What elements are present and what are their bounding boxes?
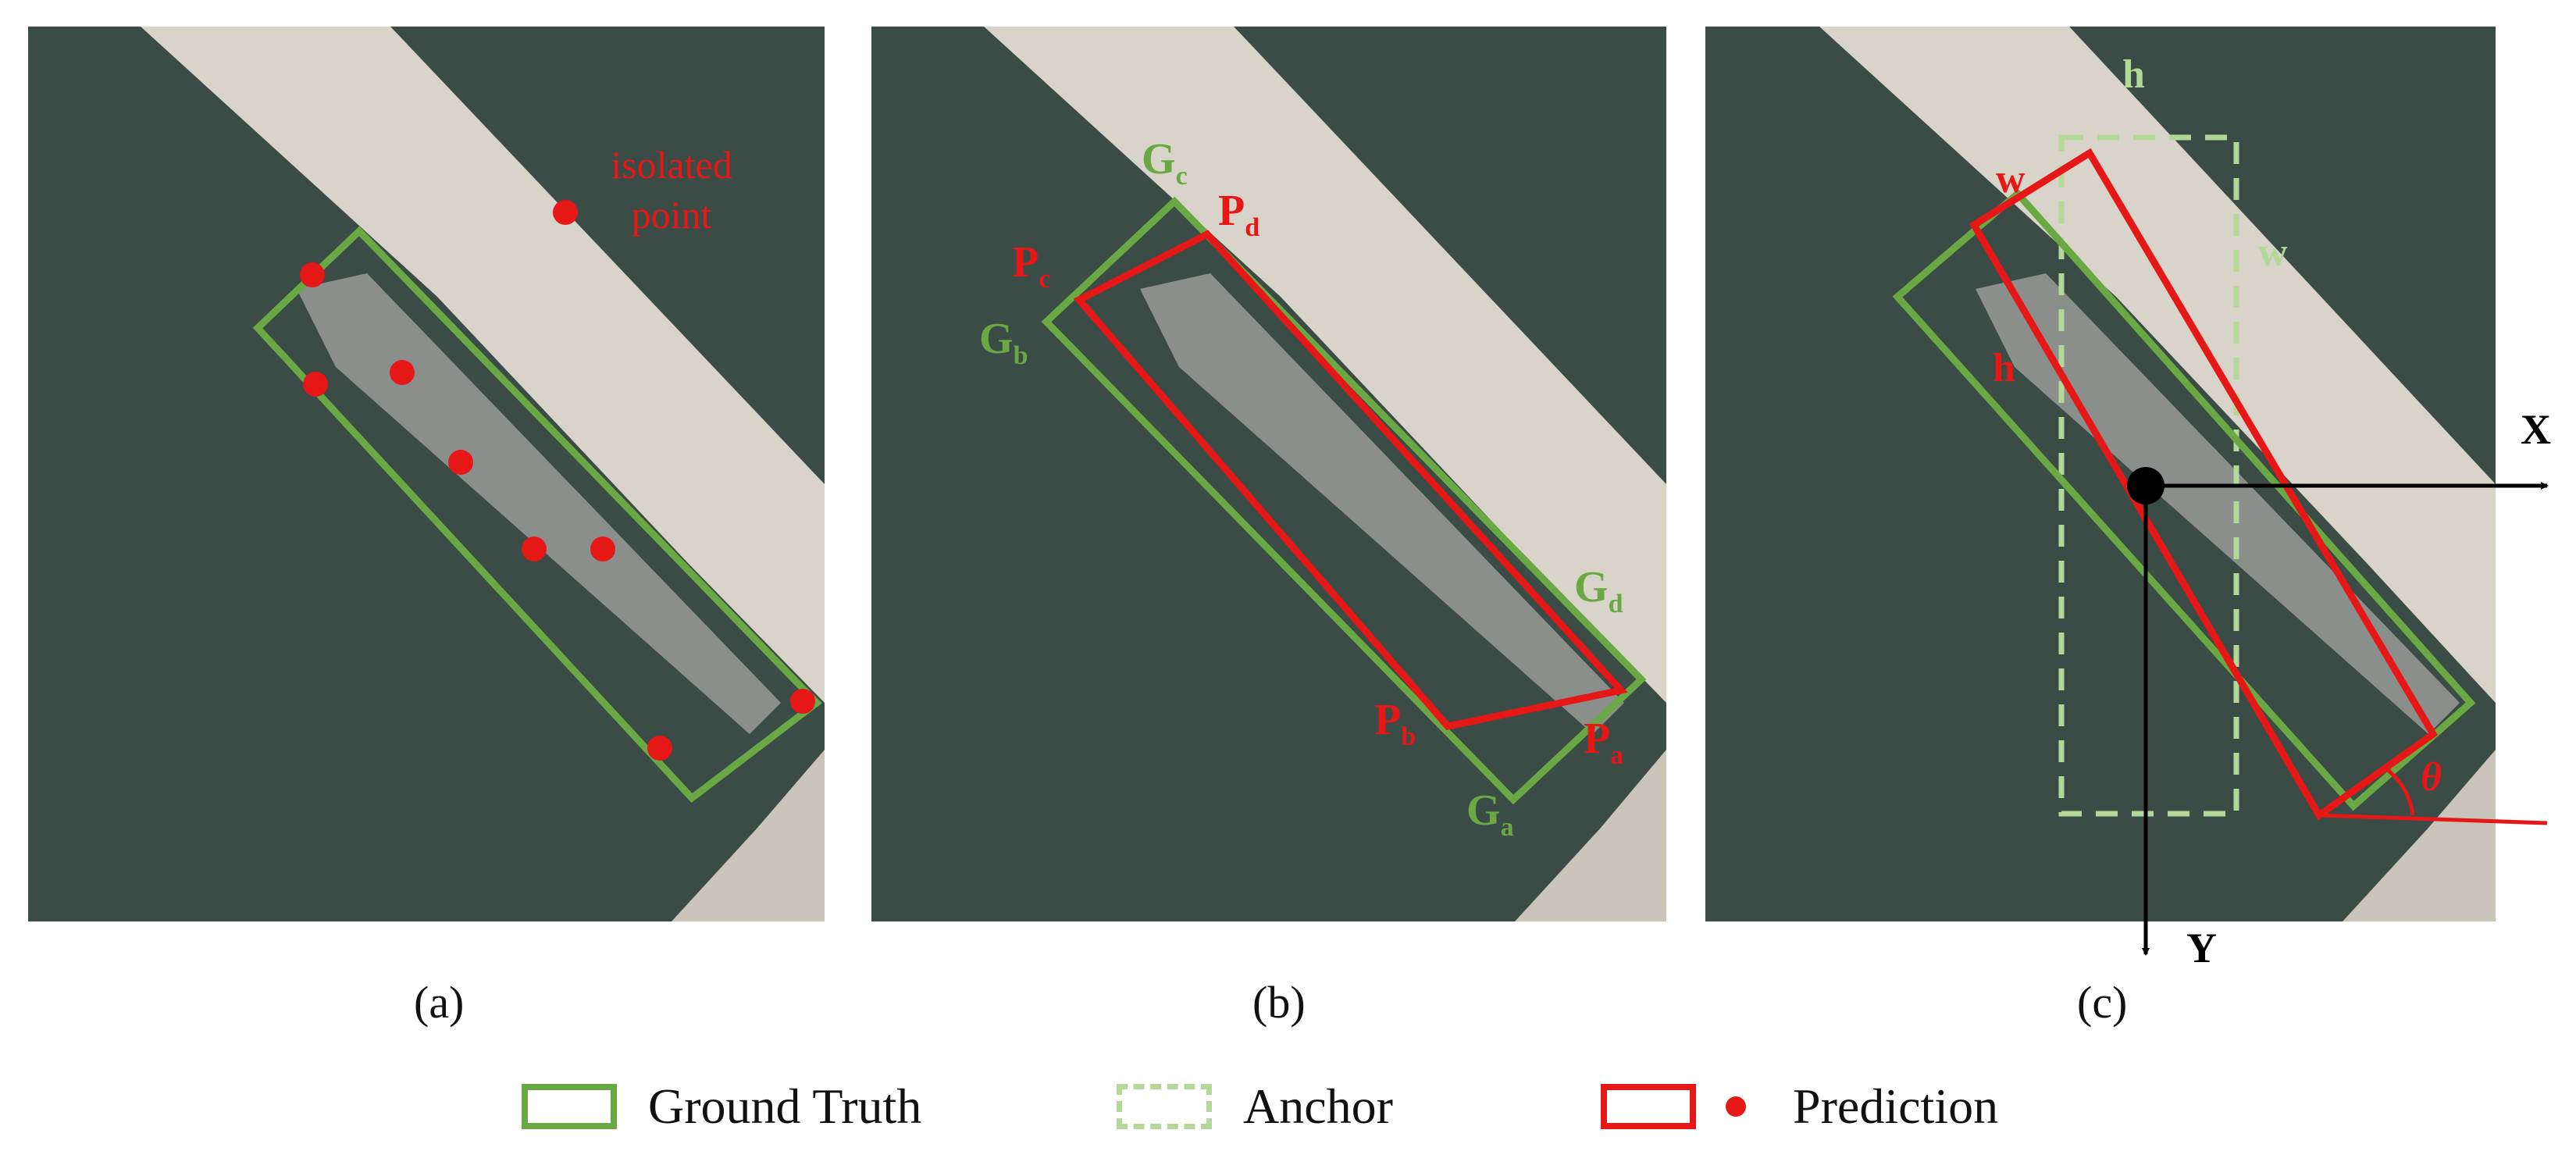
panel-a-prediction-point bbox=[647, 736, 672, 761]
panel-b: Ga Gb Gc Gd Pa Pb Pc Pd bbox=[871, 27, 1666, 921]
prediction-swatch bbox=[1601, 1084, 1696, 1129]
caption-c: (c) bbox=[2077, 977, 2128, 1028]
panel-a-prediction-point bbox=[390, 360, 415, 385]
panel-b-pier bbox=[984, 27, 1666, 703]
panel-a-prediction-point bbox=[303, 372, 328, 397]
label-p-b: Pb bbox=[1374, 696, 1416, 751]
panel-b-ship bbox=[1140, 273, 1624, 734]
legend-anchor: Anchor bbox=[1117, 1071, 1393, 1142]
label-anchor-w: w bbox=[2258, 230, 2288, 275]
panel-a-prediction-point bbox=[522, 536, 547, 561]
label-anchor-h: h bbox=[2122, 52, 2145, 97]
isolated-label-line2: point bbox=[632, 193, 712, 237]
caption-b: (b) bbox=[1252, 977, 1306, 1028]
angle-arc bbox=[2386, 768, 2415, 816]
label-pred-h: h bbox=[1993, 346, 2015, 390]
prediction-dot-icon bbox=[1726, 1096, 1746, 1117]
legend-prediction: Prediction bbox=[1601, 1071, 1998, 1142]
panel-a-prediction-point bbox=[790, 689, 815, 714]
panel-a-prediction-point bbox=[590, 536, 615, 561]
anchor-swatch bbox=[1117, 1084, 1212, 1129]
panel-a-prediction-point bbox=[448, 450, 473, 475]
label-x-axis: X bbox=[2521, 406, 2551, 453]
legend-ground-truth: Ground Truth bbox=[522, 1071, 921, 1142]
legend-anchor-label: Anchor bbox=[1243, 1078, 1393, 1134]
panel-a-ship bbox=[297, 273, 781, 734]
panel-a-dock bbox=[672, 750, 825, 921]
label-g-b: Gb bbox=[979, 315, 1028, 370]
panel-a-ground-truth-box bbox=[252, 226, 822, 804]
panel-b-prediction-box bbox=[1073, 230, 1628, 730]
label-g-c: Gc bbox=[1142, 135, 1188, 191]
panel-a-isolated-point bbox=[553, 200, 578, 225]
panel-b-ground-truth-box bbox=[1041, 196, 1647, 805]
panel-a: isolated point bbox=[28, 27, 825, 921]
label-g-a: Ga bbox=[1466, 786, 1514, 842]
label-p-c: Pc bbox=[1012, 238, 1050, 294]
isolated-label-line1: isolated bbox=[611, 143, 732, 187]
panel-c-ship bbox=[1976, 273, 2460, 734]
label-g-d: Gd bbox=[1574, 563, 1623, 618]
angle-reference-line bbox=[2318, 813, 2548, 825]
panel-c-anchor-box bbox=[2058, 134, 2239, 817]
panel-c-pier bbox=[1819, 27, 2496, 703]
label-theta: θ bbox=[2421, 755, 2442, 800]
label-pred-w: w bbox=[1996, 157, 2026, 201]
panel-a-prediction-point bbox=[300, 262, 325, 287]
panel-c-dock bbox=[2343, 750, 2496, 921]
label-p-a: Pa bbox=[1584, 715, 1623, 770]
panel-a-pier bbox=[141, 27, 825, 703]
panel-c-prediction-box bbox=[1969, 148, 2438, 821]
label-p-d: Pd bbox=[1218, 187, 1259, 242]
legend-ground-truth-label: Ground Truth bbox=[648, 1078, 922, 1134]
legend-prediction-label: Prediction bbox=[1793, 1078, 1999, 1134]
origin-dot bbox=[2127, 467, 2164, 504]
panel-c: θ h w w h X Y bbox=[1705, 27, 2551, 971]
panel-b-dock bbox=[1515, 750, 1666, 921]
caption-a: (a) bbox=[414, 977, 465, 1028]
ground-truth-swatch bbox=[522, 1084, 617, 1129]
label-y-axis: Y bbox=[2186, 925, 2217, 971]
